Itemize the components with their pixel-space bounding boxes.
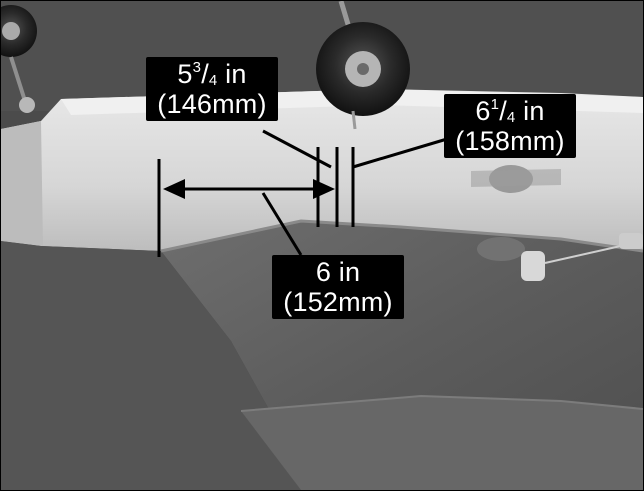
dimension-metric: (158mm): [455, 126, 565, 156]
unit: in: [217, 59, 247, 89]
leader-right-top: [352, 137, 448, 169]
measure-arrowhead-left: [163, 179, 185, 199]
main-wheel-axle: [357, 63, 369, 75]
control-horn: [521, 251, 545, 281]
wheel-mount: [351, 110, 357, 130]
dimension-metric: (146mm): [157, 89, 267, 119]
fraction-denominator: 4: [208, 72, 218, 89]
dimension-imperial: 53/4 in: [152, 59, 272, 89]
fraction-numerator: 1: [490, 96, 500, 113]
dimension-imperial: 6 in: [315, 257, 361, 287]
wing-star-roundel: [477, 237, 525, 261]
dimension-metric: (152mm): [283, 287, 393, 317]
left-wheel-hub: [2, 22, 20, 40]
fraction-slash: /: [499, 96, 507, 126]
fuselage-side-shadow: [1, 121, 43, 246]
fraction-numerator: 3: [192, 59, 202, 76]
left-gear-fitting: [19, 97, 35, 113]
control-horn-right: [619, 233, 643, 249]
wing-left-area: [1, 241, 331, 490]
left-gear-strut: [9, 56, 27, 102]
dimension-label-158mm: 61/4 in (158mm): [444, 94, 576, 158]
leader-bottom: [261, 192, 303, 256]
leader-left-top: [262, 129, 332, 169]
measure-arrowhead-right: [313, 179, 335, 199]
unit: in: [515, 96, 545, 126]
fuselage-stripe: [471, 169, 561, 187]
wing-flap: [241, 396, 643, 490]
whole-number: 5: [177, 59, 193, 89]
wing-leading-edge: [160, 219, 643, 253]
dimension-imperial: 61/4 in: [450, 96, 570, 126]
fraction-denominator: 4: [506, 109, 516, 126]
dimension-label-152mm: 6 in (152mm): [272, 255, 404, 319]
whole-number: 6: [475, 96, 491, 126]
fraction-slash: /: [201, 59, 209, 89]
flap-hinge-line: [240, 394, 643, 412]
dimension-label-146mm: 53/4 in (146mm): [146, 57, 278, 121]
